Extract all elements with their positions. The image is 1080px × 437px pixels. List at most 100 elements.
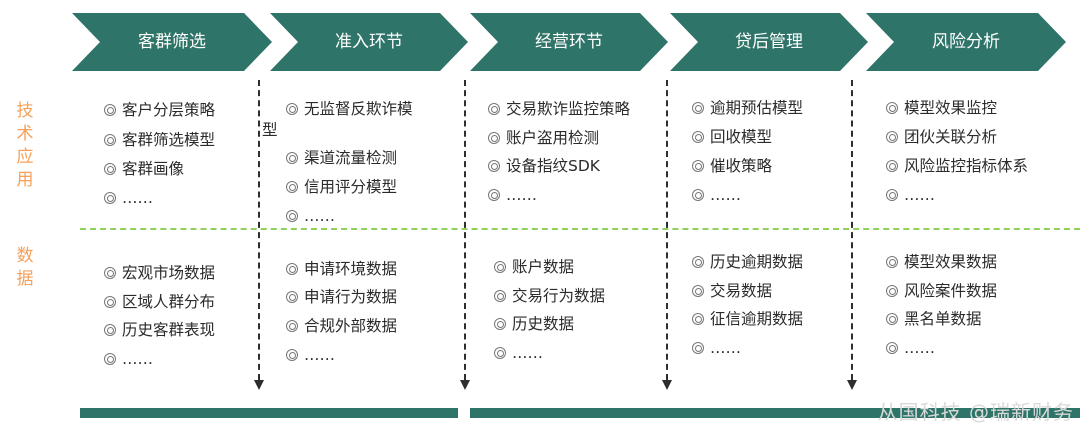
list-item-text: …… [512, 344, 543, 362]
bullet-icon [104, 134, 116, 146]
stage-label-2: 准入环节 [335, 32, 403, 52]
bullet-icon [104, 296, 116, 308]
bullet-icon [104, 104, 116, 116]
bullet-icon [494, 261, 506, 273]
list-item-text: …… [710, 186, 741, 204]
bullet-icon [886, 342, 898, 354]
list-item-text: 客群筛选模型 [122, 131, 216, 149]
bullet-icon [104, 192, 116, 204]
list-item: …… [886, 184, 935, 206]
list-item-text: …… [304, 207, 335, 225]
bullet-icon [886, 102, 898, 114]
list-item: 模型效果监控 [886, 97, 997, 119]
list-item-text: …… [122, 350, 153, 368]
list-item: 团伙关联分析 [886, 126, 997, 148]
stage-separator [666, 80, 668, 380]
stage-separator [258, 80, 260, 380]
list-item: 合规外部数据 [286, 315, 397, 337]
bullet-icon [286, 181, 298, 193]
stage-label-4: 贷后管理 [735, 32, 803, 52]
stage-arrow-2 [270, 13, 468, 71]
list-item: …… [886, 337, 935, 359]
bullet-icon [104, 267, 116, 279]
list-item-text: 模型效果数据 [904, 253, 998, 271]
list-item: …… [286, 344, 335, 366]
side-label-char: 数 [16, 246, 34, 266]
list-item-text: 客群画像 [122, 160, 185, 178]
list-item: …… [104, 348, 153, 370]
bullet-icon [286, 349, 298, 361]
list-item-text: 区域人群分布 [122, 293, 216, 311]
list-item: 设备指纹SDK [488, 155, 600, 177]
side-label-tech: 技 术 应 用 [13, 100, 37, 192]
bullet-icon [488, 160, 500, 172]
list-item-text: …… [506, 186, 537, 204]
wrapped-text: 型 [262, 121, 278, 139]
list-item-text: 设备指纹SDK [506, 157, 600, 175]
bullet-icon [286, 320, 298, 332]
list-item: 征信逾期数据 [692, 308, 803, 330]
list-item: 信用评分模型 [286, 176, 397, 198]
bullet-icon [494, 318, 506, 330]
process-arrow-band [72, 13, 1066, 71]
list-item: 无监督反欺诈模 [286, 98, 413, 120]
bullet-icon [104, 163, 116, 175]
list-item: 历史客群表现 [104, 319, 215, 341]
list-item-text: 渠道流量检测 [304, 149, 398, 167]
list-item: 黑名单数据 [886, 308, 982, 330]
bullet-icon [286, 152, 298, 164]
bullet-icon [104, 353, 116, 365]
bullet-icon [494, 290, 506, 302]
section-divider [80, 228, 1080, 230]
bullet-icon [886, 285, 898, 297]
list-item-text: 黑名单数据 [904, 310, 982, 328]
list-item-text: …… [304, 346, 335, 364]
list-item: 催收策略 [692, 155, 772, 177]
list-item: 交易行为数据 [494, 285, 605, 307]
stage-label-1: 客群筛选 [138, 32, 206, 52]
list-item: 风险案件数据 [886, 280, 997, 302]
bullet-icon [692, 285, 704, 297]
side-label-char: 应 [16, 147, 34, 167]
side-label-char: 技 [16, 101, 34, 121]
list-item-text: 客户分层策略 [122, 101, 216, 119]
list-item: 账户盗用检测 [488, 127, 599, 149]
list-item-text: 征信逾期数据 [710, 310, 804, 328]
list-item-text: 交易欺诈监控策略 [506, 100, 631, 118]
list-item-text: 账户盗用检测 [506, 129, 600, 147]
side-label-char: 术 [16, 124, 34, 144]
list-item: …… [286, 205, 335, 227]
bullet-icon [104, 324, 116, 336]
list-item: 渠道流量检测 [286, 147, 397, 169]
bullet-icon [886, 313, 898, 325]
list-item: 区域人群分布 [104, 291, 215, 313]
bullet-icon [488, 132, 500, 144]
bottom-bar-right [470, 408, 1080, 418]
list-item-text: 逾期预估模型 [710, 99, 804, 117]
bullet-icon [286, 291, 298, 303]
side-label-data: 数 据 [13, 245, 37, 291]
stage-arrow-3 [470, 13, 668, 71]
list-item: 历史数据 [494, 313, 574, 335]
list-item: 历史逾期数据 [692, 251, 803, 273]
list-item: …… [692, 184, 741, 206]
list-item-text: 信用评分模型 [304, 178, 398, 196]
bullet-icon [692, 102, 704, 114]
list-item-text: 无监督反欺诈模 [304, 100, 413, 118]
bullet-icon [886, 160, 898, 172]
list-item-text: 账户数据 [512, 258, 575, 276]
list-item: 宏观市场数据 [104, 262, 215, 284]
list-item-text: 催收策略 [710, 157, 773, 175]
side-label-char: 用 [16, 170, 34, 190]
list-item: 回收模型 [692, 126, 772, 148]
list-item: 申请行为数据 [286, 286, 397, 308]
list-item-text: 合规外部数据 [304, 317, 398, 335]
list-item: 交易欺诈监控策略 [488, 98, 630, 120]
list-item-text: 历史逾期数据 [710, 253, 804, 271]
list-item-text: 交易数据 [710, 282, 773, 300]
list-item: 账户数据 [494, 256, 574, 278]
list-item-text: …… [904, 186, 935, 204]
list-item-text: 模型效果监控 [904, 99, 998, 117]
bullet-icon [286, 210, 298, 222]
list-item-text: 历史客群表现 [122, 321, 216, 339]
